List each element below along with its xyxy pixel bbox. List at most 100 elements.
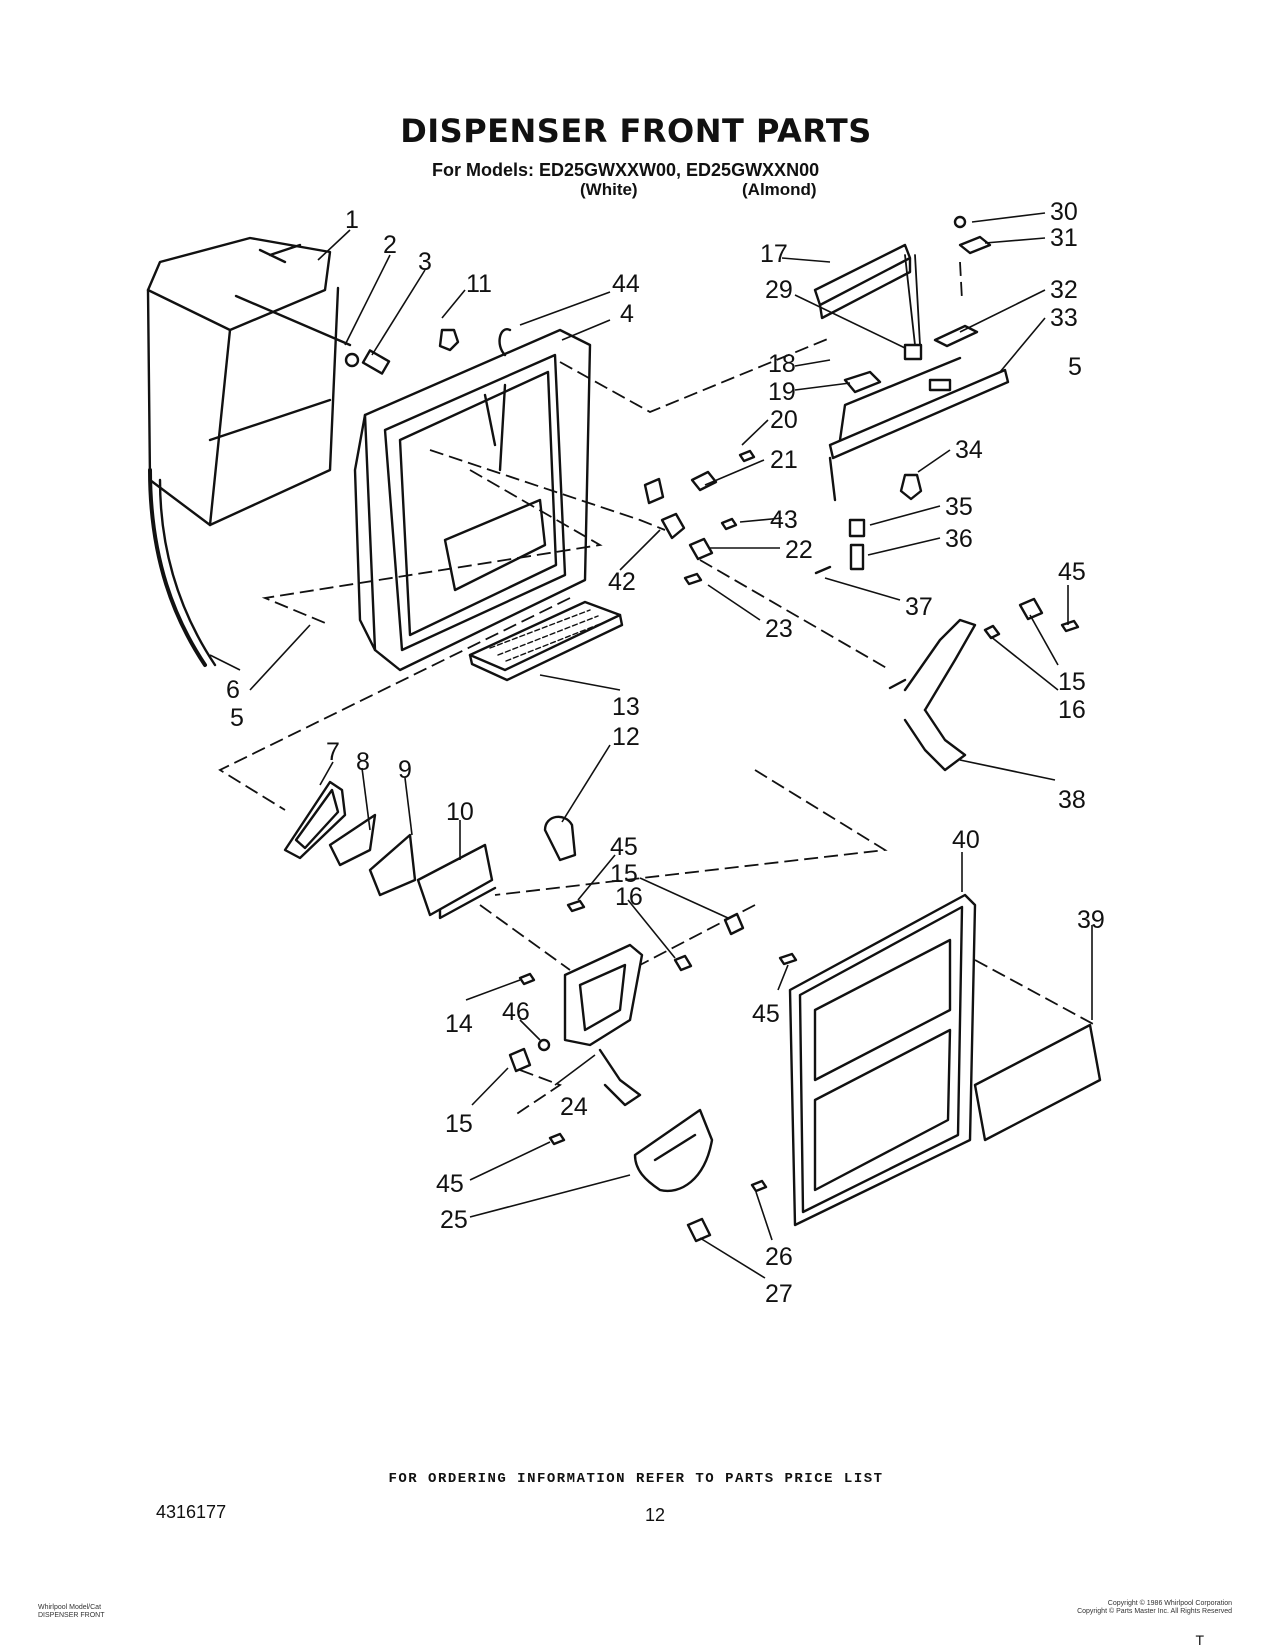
part-screw-26 <box>750 1179 768 1193</box>
callout-6: 6 <box>226 676 240 704</box>
callout-1: 1 <box>345 206 359 234</box>
callout-45d: 45 <box>436 1170 464 1198</box>
callout-4: 4 <box>620 300 634 328</box>
part-ice-paddle-24 <box>563 943 644 1107</box>
part-bracket-10 <box>416 843 497 920</box>
part-bushing-2 <box>344 352 360 368</box>
callout-34: 34 <box>955 436 983 464</box>
part-screw-45b <box>566 899 586 913</box>
part-screw-45c <box>778 952 798 966</box>
callout-23: 23 <box>765 615 793 643</box>
part-screw-30 <box>953 215 967 229</box>
part-lever-22 <box>688 537 714 561</box>
part-dispenser-frame-4 <box>353 328 592 672</box>
part-drip-tray-25 <box>633 1108 714 1193</box>
callout-16: 16 <box>1058 696 1086 724</box>
fine-print-left-line1: Whirlpool Model/Cat <box>38 1604 102 1611</box>
fine-print-right-line1: Copyright © 1986 Whirlpool Corporation <box>1107 1600 1232 1607</box>
callout-12: 12 <box>612 723 640 751</box>
callout-31: 31 <box>1050 224 1078 252</box>
part-shield-8 <box>328 813 377 867</box>
part-spring-35 <box>848 518 866 538</box>
callout-29: 29 <box>765 276 793 304</box>
callout-45b: 45 <box>610 833 638 861</box>
callout-20: 20 <box>770 406 798 434</box>
callout-15c: 15 <box>445 1110 473 1138</box>
callout-39: 39 <box>1077 906 1105 934</box>
callout-10: 10 <box>446 798 474 826</box>
part-clip-15c <box>508 1047 532 1073</box>
page-number: 12 <box>645 1505 666 1525</box>
part-screw-45d <box>548 1132 566 1146</box>
part-knob-34 <box>899 473 923 501</box>
fine-print-right-line2: Copyright © Parts Master Inc. All Rights… <box>1077 1608 1232 1615</box>
callout-11: 11 <box>466 270 492 298</box>
callout-36: 36 <box>945 525 973 553</box>
callout-22: 22 <box>785 536 813 564</box>
part-switch-bracket-33 <box>828 356 1010 502</box>
fine-print-left-line2: DISPENSER FRONT <box>38 1612 105 1619</box>
callout-labels: 1 2 3 11 44 4 30 31 17 29 32 33 18 5 19 … <box>226 198 1105 1308</box>
callout-35: 35 <box>945 493 973 521</box>
part-bracket-42 <box>643 477 665 505</box>
part-screw-20 <box>738 449 756 463</box>
part-spring-16b <box>673 954 693 972</box>
callout-17: 17 <box>760 240 788 268</box>
part-screw-45a <box>1060 619 1080 633</box>
callout-5b: 5 <box>230 704 244 732</box>
assembly-lines <box>218 261 1096 1116</box>
part-actuator-36 <box>849 543 865 571</box>
callout-45c: 45 <box>752 1000 780 1028</box>
document-number: 4316177 <box>156 1502 227 1522</box>
part-front-panel-40 <box>788 893 977 1227</box>
part-clip-31 <box>958 235 992 255</box>
callout-30: 30 <box>1050 198 1078 226</box>
callout-7: 7 <box>326 738 340 766</box>
part-screw-43 <box>720 517 738 531</box>
callout-8: 8 <box>356 748 370 776</box>
part-screw-23 <box>683 572 703 586</box>
callout-9: 9 <box>398 756 412 784</box>
callout-13: 13 <box>612 693 640 721</box>
part-pin-37 <box>814 565 832 575</box>
callout-38: 38 <box>1058 786 1086 814</box>
callout-5: 5 <box>1068 353 1082 381</box>
ordering-note: FOR ORDERING INFORMATION REFER TO PARTS … <box>388 1471 884 1487</box>
model-numbers: For Models: ED25GWXXW00, ED25GWXXN00 <box>432 160 820 180</box>
part-connector-29 <box>903 343 923 361</box>
fine-print-left: Whirlpool Model/Cat DISPENSER FRONT <box>38 1604 105 1620</box>
callout-46: 46 <box>502 998 530 1026</box>
callout-15: 15 <box>1058 668 1086 696</box>
callout-18: 18 <box>768 350 796 378</box>
part-washer-46 <box>537 1038 551 1052</box>
part-plate-9 <box>368 833 417 897</box>
part-motor-12 <box>543 815 577 862</box>
part-spring-16a <box>983 624 1001 640</box>
page-title: DISPENSER FRONT PARTS <box>400 112 872 150</box>
part-spacer-3 <box>361 349 391 375</box>
variant-white-label: (White) <box>580 180 638 199</box>
part-label-39 <box>973 1023 1102 1142</box>
part-wires-29 <box>904 254 921 346</box>
part-cam-21 <box>690 470 718 492</box>
callout-44: 44 <box>612 270 640 298</box>
callout-40: 40 <box>952 826 980 854</box>
callout-33: 33 <box>1050 304 1078 332</box>
fine-print-right: Copyright © 1986 Whirlpool Corporation C… <box>972 1600 1232 1616</box>
callout-19: 19 <box>768 378 796 406</box>
part-nut-11 <box>438 328 460 352</box>
callout-25: 25 <box>440 1206 468 1234</box>
part-lever-42 <box>660 512 686 540</box>
corner-mark: T <box>1195 1632 1204 1648</box>
callout-16b: 16 <box>615 883 643 911</box>
callout-42: 42 <box>608 568 636 596</box>
leader-lines <box>209 212 1093 1279</box>
callout-14: 14 <box>445 1010 473 1038</box>
callout-37: 37 <box>905 593 933 621</box>
callout-26: 26 <box>765 1243 793 1271</box>
callout-24: 24 <box>560 1093 588 1121</box>
part-switch-19 <box>843 370 882 394</box>
part-drip-grille-13 <box>468 600 624 682</box>
variant-almond-label: (Almond) <box>742 180 817 199</box>
